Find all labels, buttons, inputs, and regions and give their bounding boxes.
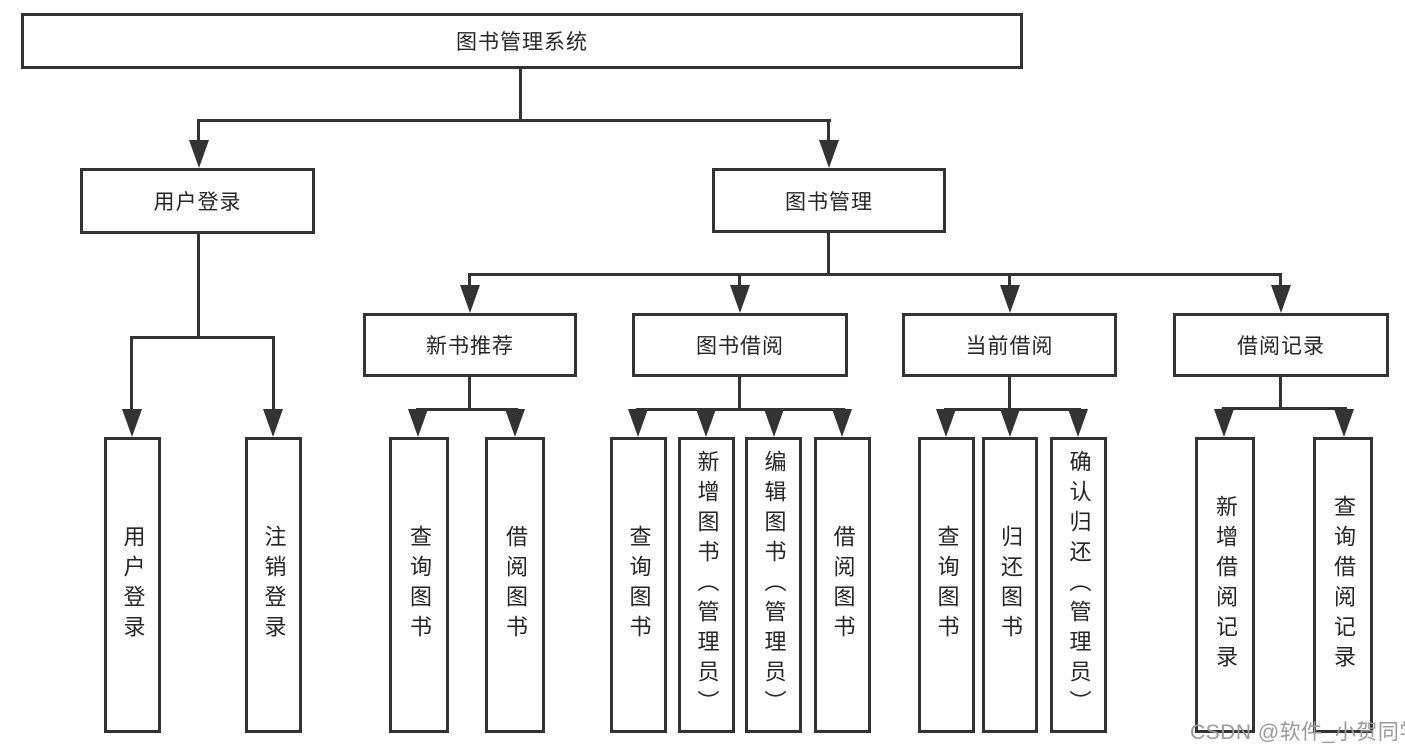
node-borrow-record: 借阅记录 <box>1173 313 1389 377</box>
node-label: 用户登录 <box>120 525 146 645</box>
leaf-borrow-query-book: 查询图书 <box>610 437 667 733</box>
connector-bookmgmt-down <box>827 233 830 275</box>
connector-level3-arm-2 <box>738 273 741 289</box>
connector-group3-down <box>738 377 741 411</box>
connector-root-down <box>519 69 522 121</box>
connector-group5-horizontal <box>1222 407 1347 410</box>
arrowhead-down-icon <box>1068 409 1088 437</box>
node-label: 当前借阅 <box>965 335 1054 358</box>
node-label: 归还图书 <box>998 525 1023 645</box>
leaf-recommend-borrow-book: 借阅图书 <box>485 437 545 733</box>
connector-level2-horizontal <box>198 119 831 122</box>
node-library-management-system: 图书管理系统 <box>21 13 1023 69</box>
arrowhead-down-icon <box>505 409 525 437</box>
node-label: 借阅记录 <box>1237 335 1325 358</box>
arrowhead-down-icon <box>1334 409 1354 437</box>
connector-userlogin-down <box>197 234 200 338</box>
node-label: 查询图书 <box>626 525 652 645</box>
node-book-management: 图书管理 <box>712 168 946 233</box>
node-label: 编辑图书（管理员） <box>761 450 787 720</box>
leaf-current-query-book: 查询图书 <box>918 437 975 733</box>
node-book-borrow: 图书借阅 <box>632 313 848 377</box>
node-label: 用户登录 <box>153 191 242 214</box>
node-label: 新书推荐 <box>426 335 514 358</box>
node-label: 借阅图书 <box>830 525 856 645</box>
node-user-login: 用户登录 <box>80 168 315 234</box>
leaf-current-return-book: 归还图书 <box>982 437 1038 733</box>
leaf-recommend-query-book: 查询图书 <box>389 437 449 733</box>
node-label: 查询图书 <box>407 525 432 645</box>
arrowhead-down-icon <box>1271 285 1291 313</box>
connector-group2-horizontal <box>416 408 518 411</box>
leaf-record-query-borrow-record: 查询借阅记录 <box>1313 437 1373 733</box>
arrowhead-down-icon <box>189 140 209 168</box>
node-label: 借阅图书 <box>503 525 528 645</box>
arrowhead-down-icon <box>764 409 784 437</box>
csdn-watermark: CSDN @软件_小贺同学 <box>1190 721 1405 744</box>
node-label: 确认归还（管理员） <box>1066 450 1092 720</box>
arrowhead-down-icon <box>263 409 283 437</box>
arrowhead-down-icon <box>936 409 956 437</box>
connector-group5-down <box>1279 377 1282 410</box>
connector-level3-arm-1 <box>468 273 471 289</box>
connector-group4-down <box>1008 377 1011 411</box>
node-label: 新增图书（管理员） <box>694 450 720 720</box>
connector-group1-arm-right <box>272 336 275 412</box>
leaf-user-login: 用户登录 <box>104 437 161 733</box>
connector-group2-down <box>468 377 471 411</box>
connector-level3-horizontal <box>468 273 1282 276</box>
connector-level2-arm-left <box>197 119 200 145</box>
leaf-current-confirm-return-admin: 确认归还（管理员） <box>1050 437 1107 733</box>
connector-level2-arm-right <box>827 119 830 145</box>
connector-level3-arm-3 <box>1008 273 1011 289</box>
node-label: 注销登录 <box>261 525 287 645</box>
arrowhead-down-icon <box>696 409 716 437</box>
arrowhead-down-icon <box>730 285 750 313</box>
node-label: 查询图书 <box>934 525 960 645</box>
arrowhead-down-icon <box>408 409 428 437</box>
connector-level3-arm-4 <box>1279 273 1282 289</box>
node-current-borrow: 当前借阅 <box>902 313 1117 377</box>
leaf-logout: 注销登录 <box>245 437 302 733</box>
leaf-record-add-borrow-record: 新增借阅记录 <box>1195 437 1255 733</box>
arrowhead-down-icon <box>1214 409 1234 437</box>
node-label: 查询借阅记录 <box>1331 495 1356 675</box>
node-label: 新增借阅记录 <box>1213 495 1238 675</box>
arrowhead-down-icon <box>819 140 839 168</box>
connector-group1-arm-left <box>130 336 133 412</box>
leaf-borrow-edit-book-admin: 编辑图书（管理员） <box>745 437 802 733</box>
arrowhead-down-icon <box>122 409 142 437</box>
node-label: 图书借阅 <box>696 335 784 358</box>
node-label: 图书管理 <box>785 190 873 214</box>
arrowhead-down-icon <box>628 409 648 437</box>
connector-group1-horizontal <box>130 336 275 339</box>
arrowhead-down-icon <box>832 409 852 437</box>
node-label: 图书管理系统 <box>456 31 588 54</box>
node-new-book-recommend: 新书推荐 <box>363 313 577 377</box>
leaf-borrow-borrow-book: 借阅图书 <box>814 437 871 733</box>
arrowhead-down-icon <box>1000 285 1020 313</box>
arrowhead-down-icon <box>1000 409 1020 437</box>
arrowhead-down-icon <box>460 285 480 313</box>
leaf-borrow-add-book-admin: 新增图书（管理员） <box>678 437 735 733</box>
connector-group3-horizontal <box>636 408 845 411</box>
